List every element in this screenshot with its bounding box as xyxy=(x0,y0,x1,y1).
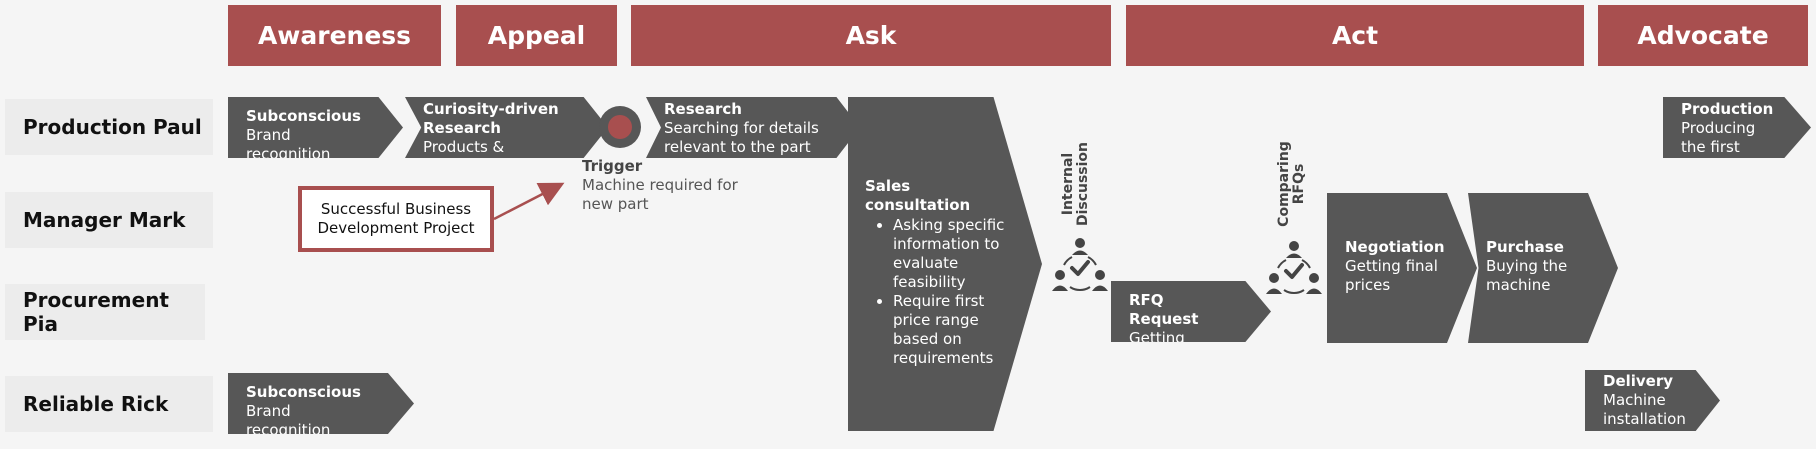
phase-awareness: Awareness xyxy=(228,5,441,66)
callout-arrow xyxy=(493,182,565,221)
phase-act: Act xyxy=(1126,5,1584,66)
persona-reliable-rick: Reliable Rick xyxy=(5,376,213,432)
sales-bullets: Asking specific information to evaluate … xyxy=(865,216,1014,368)
phase-advocate: Advocate xyxy=(1598,5,1808,66)
sales-bullet: Require first price range based on requi… xyxy=(893,292,1014,368)
persona-procurement-pia: Procurement Pia xyxy=(5,284,205,340)
label-comparing-rfqs: Comparing RFQs xyxy=(1276,141,1307,227)
label-internal-discussion: Internal Discussion xyxy=(1060,141,1091,227)
trigger-circle-icon xyxy=(599,106,641,148)
sales-bullet: Asking specific information to evaluate … xyxy=(893,216,1014,292)
callout-business-development: Successful Business Development Project xyxy=(298,186,494,252)
phase-appeal: Appeal xyxy=(456,5,617,66)
persona-manager-mark: Manager Mark xyxy=(5,192,213,248)
persona-production-paul: Production Paul xyxy=(5,99,213,155)
sales-title: Sales consultation xyxy=(865,177,971,214)
phase-ask: Ask xyxy=(631,5,1111,66)
team-check-icon xyxy=(1266,241,1322,295)
team-check-icon xyxy=(1052,238,1108,292)
